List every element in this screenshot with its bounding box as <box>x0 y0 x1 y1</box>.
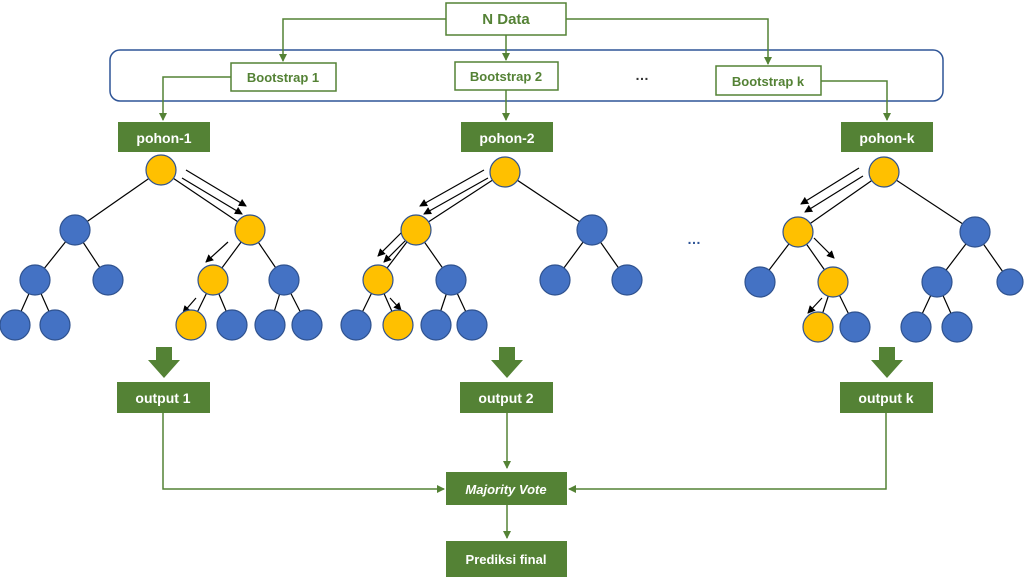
tree-1-edges <box>14 169 308 326</box>
down-arrow-icon <box>491 347 523 378</box>
tree-k-node <box>744 266 776 298</box>
tree-2-box: pohon-2 <box>461 122 553 152</box>
bootstrap-frame <box>109 49 944 102</box>
bootstrap-1-label: Bootstrap 1 <box>247 70 319 85</box>
tree-2-node <box>489 156 521 188</box>
bootstrap-1-box: Bootstrap 1 <box>230 62 337 92</box>
tree-k-label: pohon-k <box>859 130 914 146</box>
output-1-box: output 1 <box>117 382 210 413</box>
tree-k-node <box>959 216 991 248</box>
tree-k-node <box>921 266 953 298</box>
bootstrap-ellipsis: … <box>635 67 649 83</box>
tree-1-node <box>197 264 229 296</box>
bootstrap-connectors <box>159 76 891 121</box>
tree-k-node <box>782 216 814 248</box>
tree-k-box: pohon-k <box>841 122 933 152</box>
tree-1-node <box>145 154 177 186</box>
tree-ellipsis: … <box>687 231 701 247</box>
down-arrow-icon <box>148 347 180 378</box>
tree-2-node <box>435 264 467 296</box>
tree-1-box: pohon-1 <box>118 122 210 152</box>
tree-k-node <box>941 311 973 343</box>
tree-2-node <box>382 309 414 341</box>
tree-1-node <box>291 309 323 341</box>
tree-2-node <box>340 309 372 341</box>
tree-k-edges <box>759 171 1011 328</box>
tree-k-node <box>839 311 871 343</box>
tree-2-node <box>456 309 488 341</box>
n-data-box: N Data <box>445 2 567 36</box>
output-k-box: output k <box>840 382 933 413</box>
tree-k-node <box>817 266 849 298</box>
output-1-label: output 1 <box>135 390 190 406</box>
tree-2 <box>340 156 643 341</box>
tree-k-node <box>996 268 1024 296</box>
tree-1-node <box>268 264 300 296</box>
final-prediction-label: Prediksi final <box>466 552 547 567</box>
tree-2-node <box>420 309 452 341</box>
tree-1-node <box>254 309 286 341</box>
output-2-box: output 2 <box>460 382 553 413</box>
tree-2-node <box>400 214 432 246</box>
tree-2-nodes <box>340 156 643 341</box>
vote-connectors <box>162 413 887 493</box>
tree-k-node <box>900 311 932 343</box>
tree-1-path-arrows <box>181 169 247 314</box>
tree-1-node <box>19 264 51 296</box>
tree-1-nodes <box>0 154 323 341</box>
output-block-arrows <box>148 347 903 378</box>
tree-k-node <box>802 311 834 343</box>
down-arrow-icon <box>871 347 903 378</box>
tree-1-node <box>175 309 207 341</box>
bootstrap-2-label: Bootstrap 2 <box>470 69 542 84</box>
tree-k-path-arrows <box>800 167 864 314</box>
tree-1-node <box>0 309 31 341</box>
tree-2-edges <box>355 171 628 326</box>
output-k-label: output k <box>858 390 913 406</box>
tree-1 <box>0 154 323 341</box>
majority-vote-label: Majority Vote <box>465 482 546 497</box>
tree-2-node <box>362 264 394 296</box>
final-prediction-box: Prediksi final <box>446 541 567 577</box>
tree-2-label: pohon-2 <box>479 130 534 146</box>
tree-1-label: pohon-1 <box>136 130 191 146</box>
majority-vote-box: Majority Vote <box>446 472 567 505</box>
tree-1-node <box>234 214 266 246</box>
tree-k-node <box>868 156 900 188</box>
tree-2-path-arrows <box>377 169 489 311</box>
tree-k <box>744 156 1024 343</box>
tree-1-node <box>59 214 91 246</box>
source-connectors <box>279 18 772 65</box>
n-data-label: N Data <box>482 11 530 28</box>
tree-2-node <box>539 264 571 296</box>
bootstrap-k-box: Bootstrap k <box>715 65 822 96</box>
tree-1-node <box>216 309 248 341</box>
output-2-label: output 2 <box>478 390 533 406</box>
tree-2-node <box>611 264 643 296</box>
tree-1-node <box>39 309 71 341</box>
bootstrap-k-label: Bootstrap k <box>732 74 805 89</box>
bootstrap-2-box: Bootstrap 2 <box>454 61 559 91</box>
tree-k-nodes <box>744 156 1024 343</box>
tree-2-node <box>576 214 608 246</box>
tree-1-node <box>92 264 124 296</box>
